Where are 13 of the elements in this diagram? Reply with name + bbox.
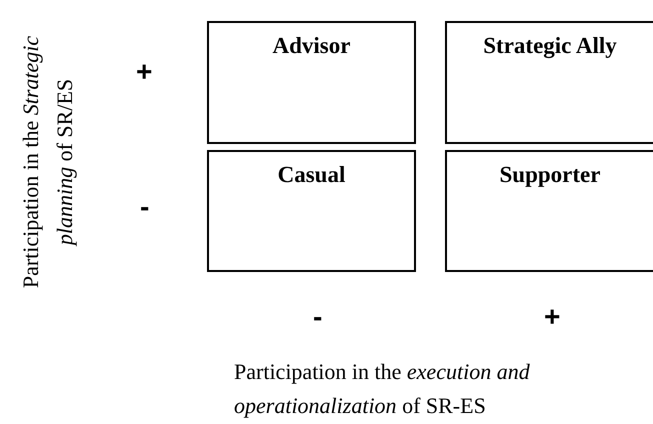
quadrant-title: Casual xyxy=(276,162,346,188)
quadrant-title: Advisor xyxy=(272,33,352,59)
axis-sign: + xyxy=(136,58,152,86)
axis-sign: + xyxy=(544,303,560,331)
quadrant-title: Supporter xyxy=(498,162,602,188)
quadrant-box xyxy=(207,21,416,144)
quadrant-box xyxy=(207,150,416,272)
axis-sign: - xyxy=(140,193,150,221)
quadrant-box xyxy=(445,150,653,272)
axis-title: Participation in the execution and operationalization of SR-ES xyxy=(234,358,531,420)
quadrant-box xyxy=(445,21,653,144)
axis-sign: - xyxy=(313,303,322,331)
quadrant-title: Strategic Ally xyxy=(482,33,618,59)
